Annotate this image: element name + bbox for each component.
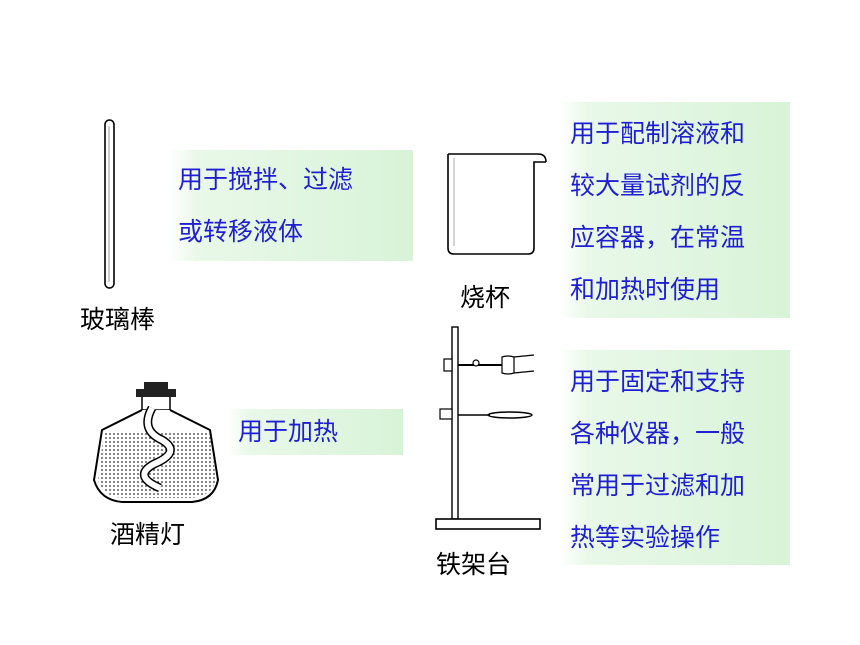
description-line: 用于配制溶液和 [570, 119, 746, 148]
iron-stand-description: 用于固定和支持 各种仪器，一般 常用于过滤和加 热等实验操作 [560, 350, 790, 565]
beaker-icon [447, 153, 547, 255]
description-line: 热等实验操作 [570, 523, 721, 552]
description-line: 用于加热 [238, 417, 339, 446]
description-line: 应容器，在常温 [570, 223, 746, 252]
iron-stand-name: 铁架台 [436, 550, 512, 579]
glass-rod-description: 用于搅拌、过滤 或转移液体 [168, 150, 413, 261]
beaker-name: 烧杯 [460, 283, 511, 312]
alcohol-lamp-icon [92, 382, 220, 503]
glass-rod-icon [104, 119, 115, 289]
alcohol-lamp-name: 酒精灯 [110, 520, 186, 549]
description-line: 各种仪器，一般 [570, 419, 746, 448]
alcohol-lamp-description: 用于加热 [228, 409, 403, 455]
iron-stand-icon [435, 326, 541, 530]
glass-rod-name: 玻璃棒 [80, 305, 156, 334]
description-line: 用于固定和支持 [570, 367, 746, 396]
description-line: 用于搅拌、过滤 [178, 165, 354, 194]
description-line: 或转移液体 [178, 217, 304, 246]
description-line: 较大量试剂的反 [570, 171, 746, 200]
description-line: 和加热时使用 [570, 275, 721, 304]
beaker-description: 用于配制溶液和 较大量试剂的反 应容器，在常温 和加热时使用 [560, 102, 790, 318]
description-line: 常用于过滤和加 [570, 471, 746, 500]
